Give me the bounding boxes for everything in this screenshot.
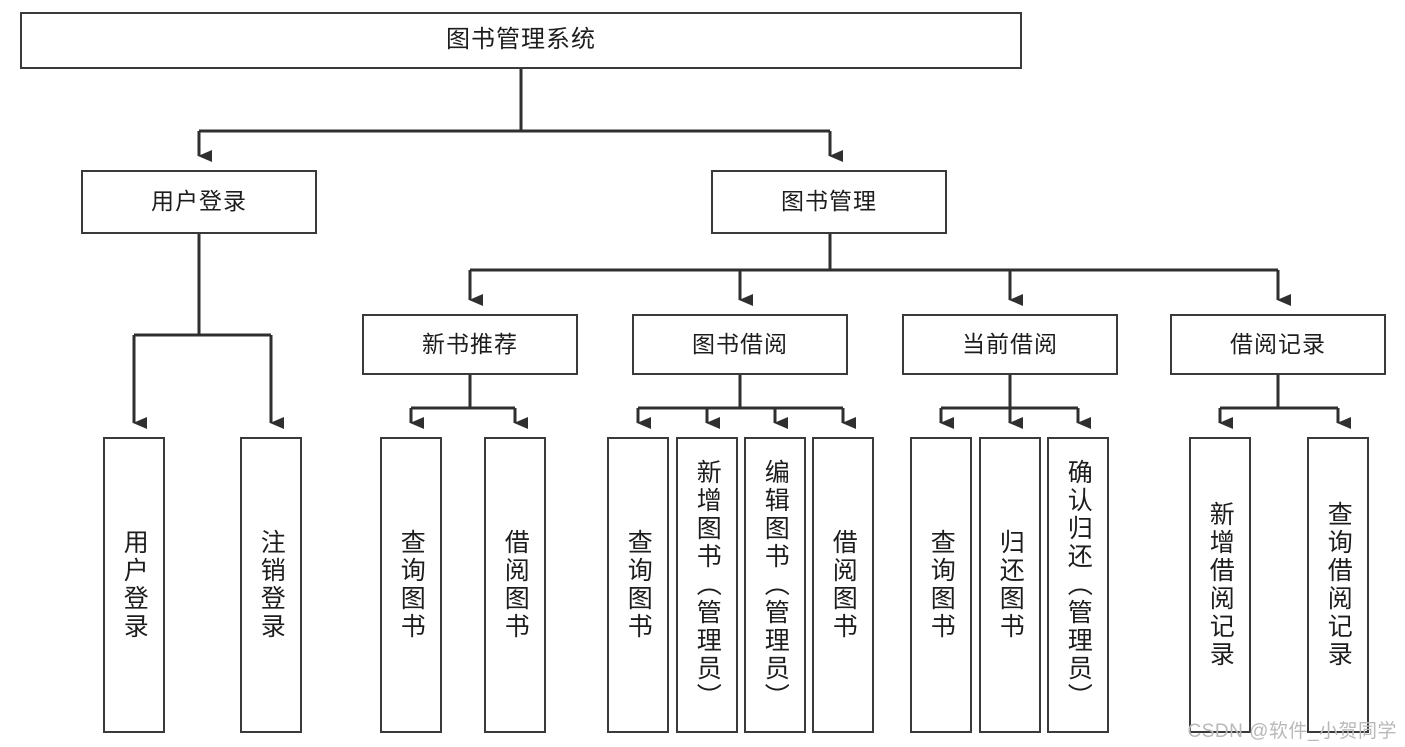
node-leaf-confirm-return[interactable]: 确认归还（管理员） [1047, 437, 1109, 733]
node-leaf-confirm-return-label: 确认归还（管理员） [1064, 459, 1093, 711]
node-book-management[interactable]: 图书管理 [711, 170, 947, 234]
node-leaf-borrow-book-1[interactable]: 借阅图书 [484, 437, 546, 733]
node-leaf-query-book-2[interactable]: 查询图书 [607, 437, 669, 733]
node-leaf-query-record-label: 查询借阅记录 [1324, 501, 1353, 669]
node-current-borrow-label: 当前借阅 [962, 330, 1058, 357]
node-leaf-return-book-label: 归还图书 [996, 529, 1025, 641]
node-leaf-logout-login-label: 注销登录 [257, 529, 286, 641]
node-new-book-recommend-label: 新书推荐 [422, 330, 518, 357]
node-book-borrow[interactable]: 图书借阅 [632, 314, 848, 375]
node-leaf-query-record[interactable]: 查询借阅记录 [1307, 437, 1369, 733]
node-book-management-label: 图书管理 [781, 188, 877, 215]
node-user-login-label: 用户登录 [151, 188, 247, 215]
node-new-book-recommend[interactable]: 新书推荐 [362, 314, 578, 375]
node-leaf-add-book-label: 新增图书（管理员） [693, 459, 722, 711]
node-leaf-edit-book[interactable]: 编辑图书（管理员） [744, 437, 806, 733]
node-leaf-user-login[interactable]: 用户登录 [103, 437, 165, 733]
node-leaf-add-book[interactable]: 新增图书（管理员） [676, 437, 738, 733]
node-leaf-query-book-3-label: 查询图书 [927, 529, 956, 641]
node-leaf-query-book-1-label: 查询图书 [397, 529, 426, 641]
node-user-login[interactable]: 用户登录 [81, 170, 317, 234]
node-borrow-record-label: 借阅记录 [1230, 330, 1326, 357]
node-leaf-borrow-book-1-label: 借阅图书 [501, 529, 530, 641]
node-book-borrow-label: 图书借阅 [692, 330, 788, 357]
node-leaf-return-book[interactable]: 归还图书 [979, 437, 1041, 733]
node-leaf-add-record[interactable]: 新增借阅记录 [1189, 437, 1251, 733]
node-leaf-query-book-3[interactable]: 查询图书 [910, 437, 972, 733]
node-leaf-user-login-label: 用户登录 [120, 529, 149, 641]
node-leaf-query-book-2-label: 查询图书 [624, 529, 653, 641]
node-leaf-query-book-1[interactable]: 查询图书 [380, 437, 442, 733]
node-root[interactable]: 图书管理系统 [20, 12, 1022, 69]
node-leaf-edit-book-label: 编辑图书（管理员） [761, 459, 790, 711]
node-leaf-borrow-book-2-label: 借阅图书 [829, 529, 858, 641]
node-borrow-record[interactable]: 借阅记录 [1170, 314, 1386, 375]
node-leaf-logout-login[interactable]: 注销登录 [240, 437, 302, 733]
node-leaf-add-record-label: 新增借阅记录 [1206, 501, 1235, 669]
node-root-label: 图书管理系统 [446, 26, 596, 54]
node-leaf-borrow-book-2[interactable]: 借阅图书 [812, 437, 874, 733]
node-current-borrow[interactable]: 当前借阅 [902, 314, 1118, 375]
